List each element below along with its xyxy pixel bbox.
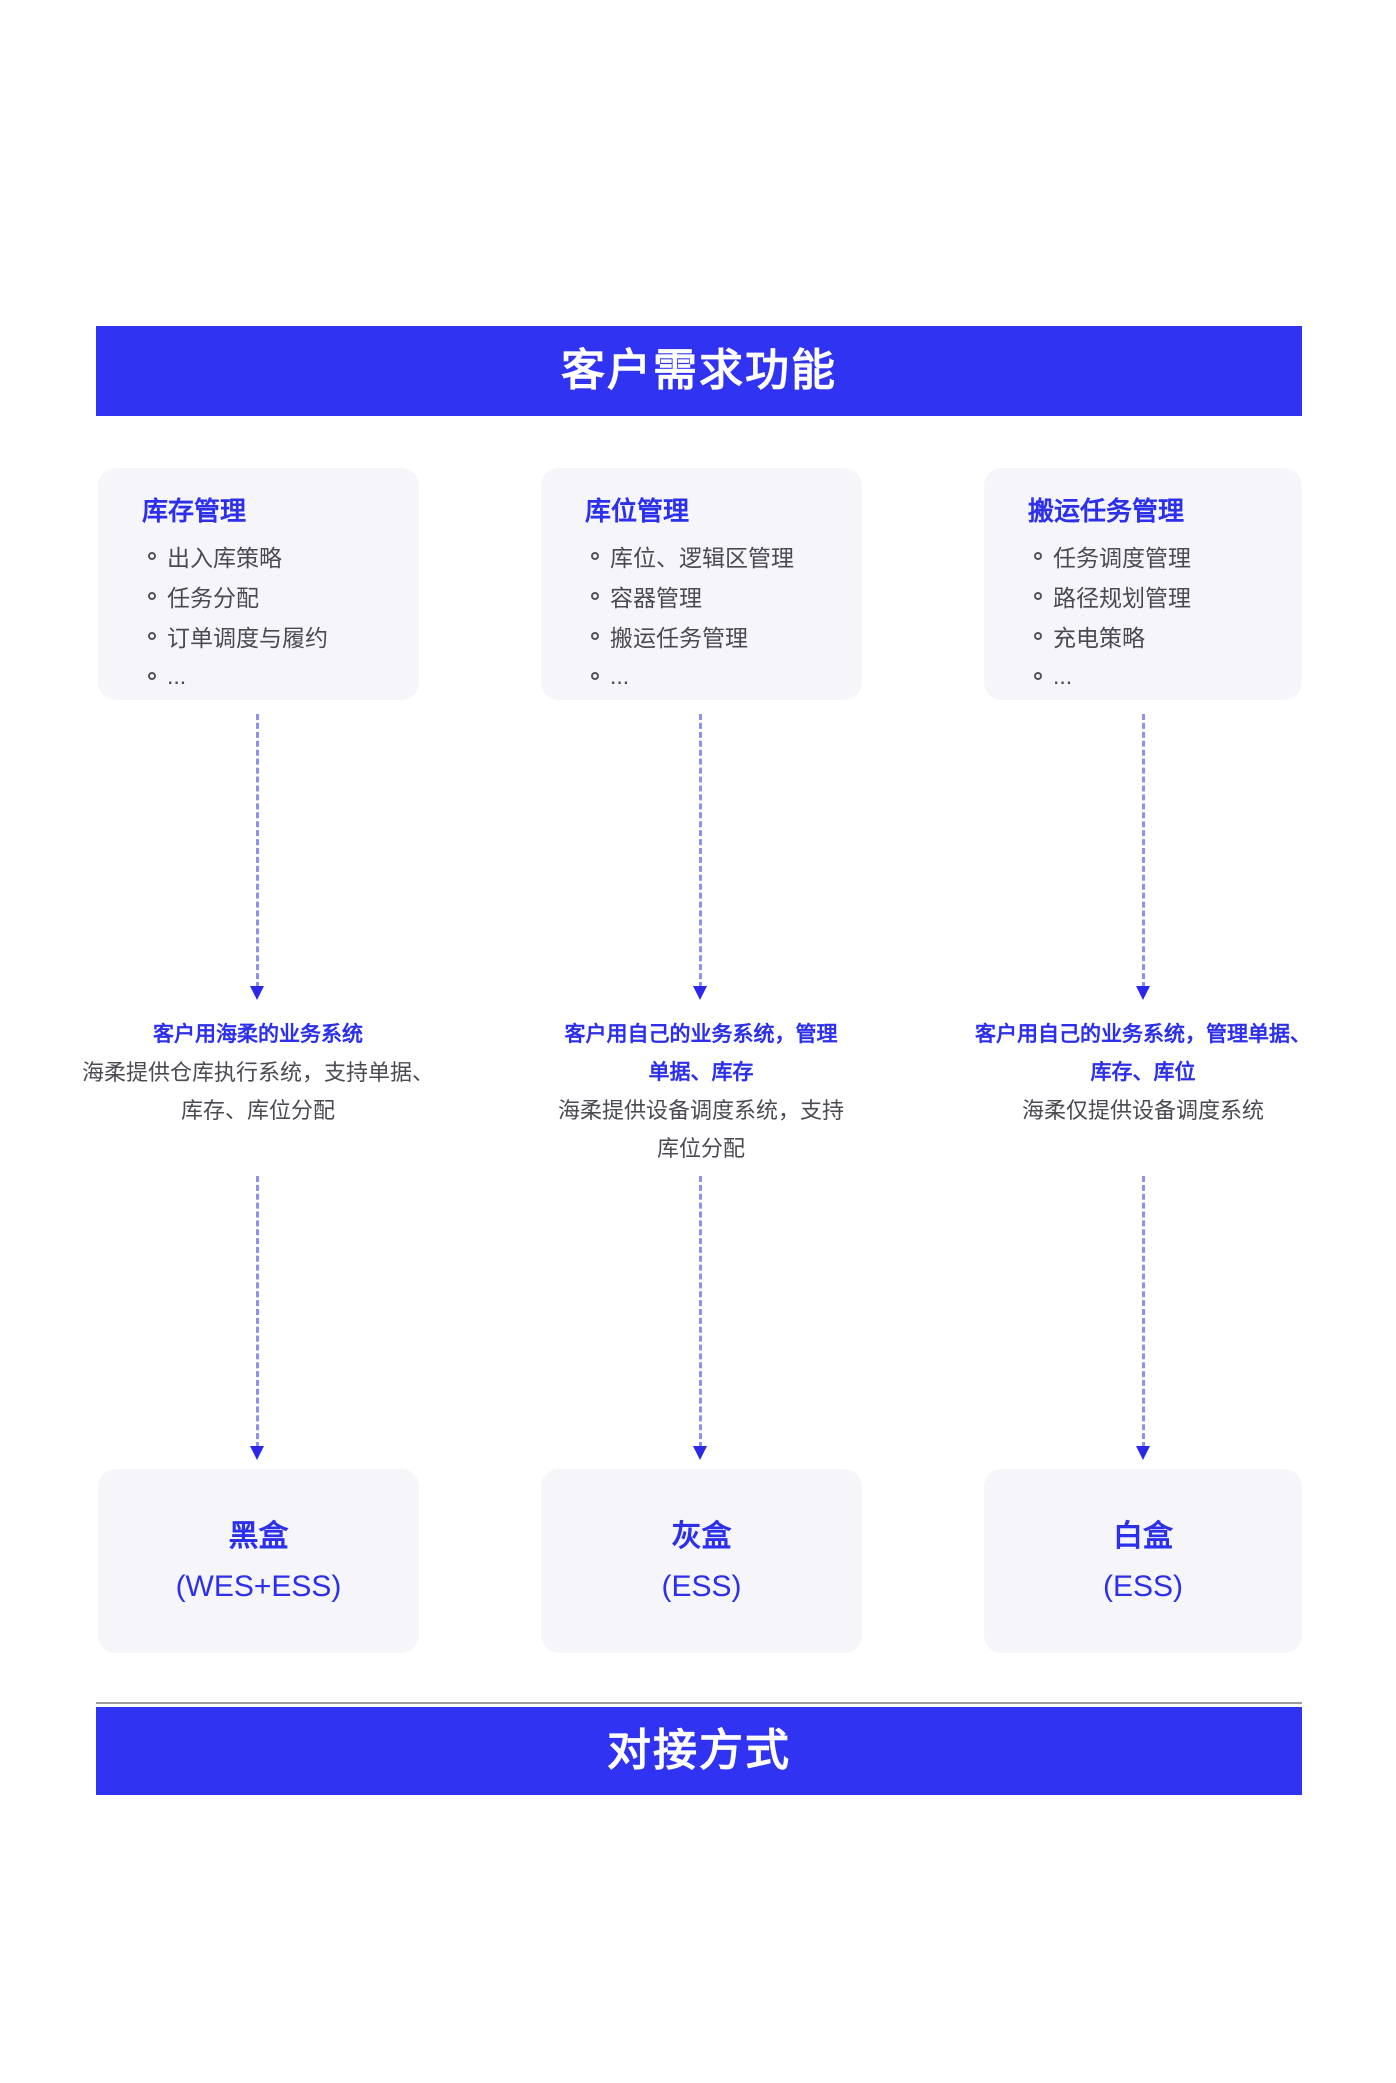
box-name: 灰盒 [671,1519,732,1553]
box-name: 白盒 [1113,1519,1173,1553]
card-bullet-item: 容器管理 [585,576,844,616]
card-item-label: ... [1053,662,1073,689]
bullet-circle-icon [148,552,156,560]
card-location-management: 库位管理 库位、逻辑区管理 容器管理 搬运任务管理 ... [541,468,862,700]
down-arrow-icon [1135,714,1151,1000]
bullet-circle-icon [591,592,599,600]
card-inventory-management: 库存管理 出入库策略 任务分配 订单调度与履约 ... [98,468,419,700]
card-bullet-item: 订单调度与履约 [142,616,401,656]
header-title: 客户需求功能 [561,346,837,395]
card-title: 库存管理 [142,496,247,526]
card-item-label: 充电策略 [1053,625,1145,651]
description-body-line: 海柔仅提供设备调度系统 [1021,1098,1264,1123]
card-item-label: 搬运任务管理 [610,625,748,651]
description-title-line: 客户用自己的业务系统，管理 [564,1023,838,1046]
card-item-label: ... [610,662,630,689]
bullet-circle-icon [1034,672,1042,680]
result-box-black-box: 黑盒 (WES+ESS) [98,1469,419,1653]
card-item-label: 任务分配 [167,585,259,611]
card-bullet-item: ... [585,656,844,696]
card-bullet-item: 路径规划管理 [1028,576,1284,616]
card-bullet-item: 库位、逻辑区管理 [585,536,844,576]
card-bullet-item: ... [142,656,401,696]
bullet-circle-icon [1034,552,1042,560]
card-bullet-item: 搬运任务管理 [585,616,844,656]
footer-title: 对接方式 [607,1726,791,1775]
card-item-label: 订单调度与履约 [167,625,328,651]
box-label: (ESS) [1102,1569,1183,1603]
card-item-label: 容器管理 [610,585,702,611]
card-item-label: 库位、逻辑区管理 [610,545,794,571]
description-block-own-system-full: 客户用自己的业务系统，管理单据、 库存、库位 海柔仅提供设备调度系统 [930,1016,1356,1130]
description-body-line: 海柔提供设备调度系统，支持 [557,1098,844,1123]
box-name: 黑盒 [228,1519,289,1553]
description-block-haiflex-system: 客户用海柔的业务系统 海柔提供仓库执行系统，支持单据、 库存、库位分配 [58,1016,458,1130]
description-body-line: 库存、库位分配 [180,1098,335,1123]
description-title-line: 单据、库存 [648,1061,754,1084]
card-bullet-item: 任务分配 [142,576,401,616]
down-arrow-icon [1135,1176,1151,1460]
footer-banner: 对接方式 [96,1707,1302,1795]
card-item-label: 任务调度管理 [1053,545,1191,571]
result-box-grey-box: 灰盒 (ESS) [541,1469,862,1653]
bullet-circle-icon [1034,632,1042,640]
description-block-own-system-orders-inventory: 客户用自己的业务系统，管理 单据、库存 海柔提供设备调度系统，支持 库位分配 [516,1016,886,1168]
bullet-circle-icon [591,672,599,680]
bullet-circle-icon [591,632,599,640]
card-title: 搬运任务管理 [1028,496,1185,526]
bullet-circle-icon [1034,592,1042,600]
card-bullet-item: 充电策略 [1028,616,1284,656]
down-arrow-icon [249,714,265,1000]
down-arrow-icon [692,1176,708,1460]
header-banner: 客户需求功能 [96,326,1302,416]
card-item-label: 路径规划管理 [1053,585,1191,611]
result-box-white-box: 白盒 (ESS) [984,1469,1302,1653]
card-title: 库位管理 [585,496,690,526]
down-arrow-icon [249,1176,265,1460]
box-label: (WES+ESS) [175,1569,342,1603]
card-bullet-item: ... [1028,656,1284,696]
description-body-line: 海柔提供仓库执行系统，支持单据、 [81,1060,434,1085]
description-title-line: 客户用自己的业务系统，管理单据、 [975,1023,1311,1046]
description-body-line: 库位分配 [656,1136,745,1161]
description-title-line: 库存、库位 [1090,1061,1196,1084]
bullet-circle-icon [148,672,156,680]
card-transport-task-management: 搬运任务管理 任务调度管理 路径规划管理 充电策略 ... [984,468,1302,700]
down-arrow-icon [692,714,708,1000]
bullet-circle-icon [148,592,156,600]
bullet-circle-icon [148,632,156,640]
card-bullet-item: 任务调度管理 [1028,536,1284,576]
card-item-label: ... [167,662,187,689]
card-item-label: 出入库策略 [167,545,282,571]
card-bullet-item: 出入库策略 [142,536,401,576]
bullet-circle-icon [591,552,599,560]
description-title-line: 客户用海柔的业务系统 [153,1023,363,1046]
box-label: (ESS) [661,1569,742,1603]
divider-line [96,1702,1302,1704]
